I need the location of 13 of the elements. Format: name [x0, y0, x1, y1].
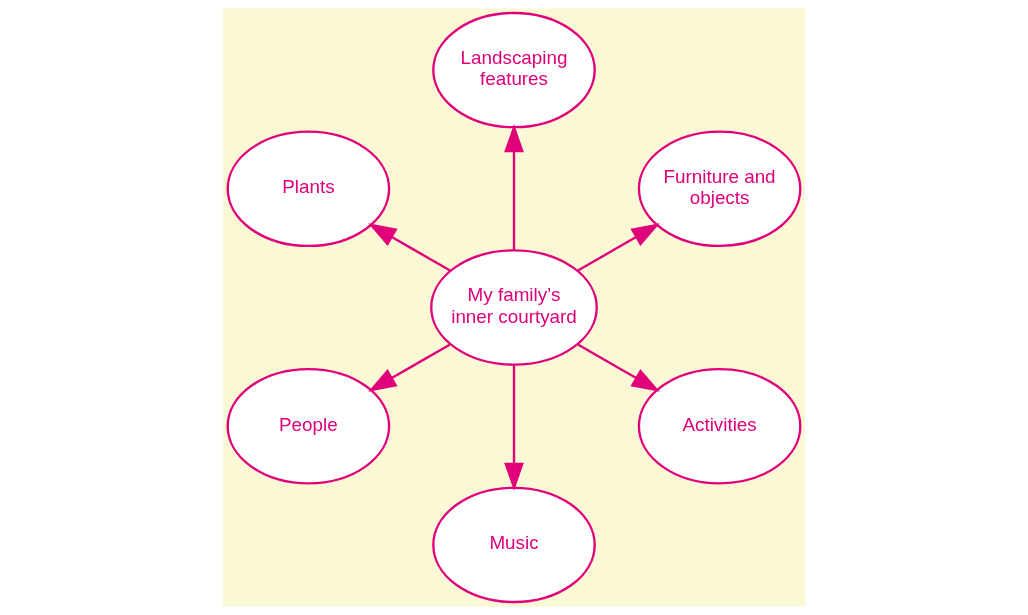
arrow [504, 364, 524, 491]
node-ellipse: Activities [637, 367, 802, 485]
node-ellipse: Furniture and objects [637, 130, 802, 248]
arrow [368, 343, 451, 392]
node-ellipse: Landscaping features [432, 11, 596, 129]
node-ellipse: Music [432, 486, 596, 604]
arrow [577, 223, 660, 272]
arrow [368, 223, 451, 272]
node-ellipse: My family’s inner courtyard [430, 249, 598, 366]
arrow [577, 343, 660, 392]
node-ellipse: People [226, 367, 391, 485]
arrow [504, 124, 524, 251]
node-ellipse: Plants [226, 130, 391, 248]
